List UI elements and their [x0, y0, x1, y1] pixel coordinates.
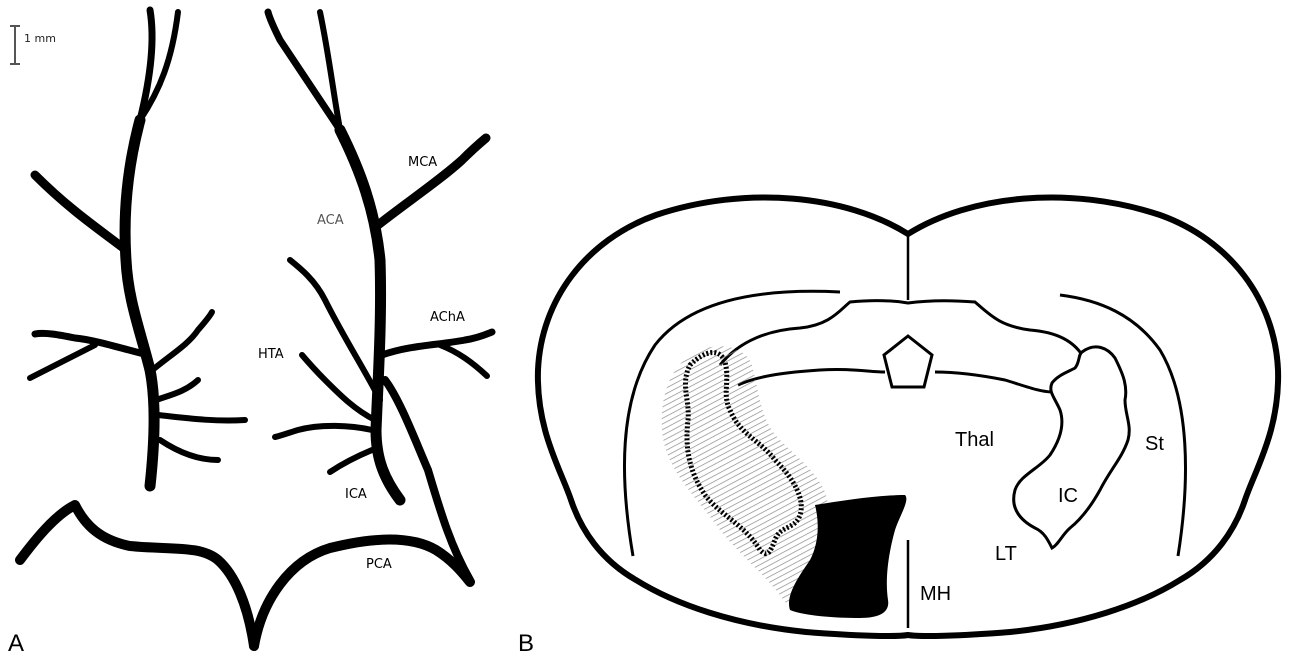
left-hta-1: [150, 312, 212, 372]
label-aca: ACA: [317, 213, 344, 228]
label-mh: MH: [920, 583, 951, 605]
right-vessel-tree: [268, 12, 492, 580]
left-mca-branch: [35, 175, 126, 250]
label-ic: IC: [1058, 485, 1078, 507]
right-hta-4: [330, 450, 372, 472]
left-pca: [20, 505, 254, 646]
label-acha: AChA: [430, 310, 465, 325]
left-hta-3: [158, 415, 245, 421]
left-vessel-tree: [30, 10, 245, 486]
right-mca-branch: [378, 138, 486, 225]
panel-b: Thal St IC LT MH B: [518, 197, 1278, 656]
right-hta-3: [275, 426, 372, 437]
label-mca: MCA: [408, 155, 437, 170]
left-acha-sub-1: [30, 345, 95, 378]
scale-bar-label: 1 mm: [24, 32, 56, 45]
panel-a: 1 mm: [8, 10, 492, 656]
pca-loop: [20, 505, 470, 646]
label-lt: LT: [995, 543, 1017, 565]
right-ica-trunk: [340, 130, 400, 500]
right-pca: [254, 540, 470, 646]
panel-a-letter: A: [8, 630, 24, 656]
panel-b-letter: B: [518, 630, 534, 656]
label-hta: HTA: [258, 347, 284, 362]
label-pca: PCA: [366, 557, 392, 572]
label-ica: ICA: [345, 487, 367, 502]
scale-bar: 1 mm: [10, 26, 56, 64]
left-ica-trunk: [125, 120, 154, 486]
label-st: St: [1145, 433, 1164, 455]
label-thal: Thal: [955, 429, 994, 451]
right-hta-1: [290, 260, 380, 400]
right-acha-branch: [382, 332, 492, 355]
left-hta-4: [160, 440, 218, 460]
right-acha-sub: [440, 345, 487, 376]
left-hta-2: [156, 380, 198, 400]
